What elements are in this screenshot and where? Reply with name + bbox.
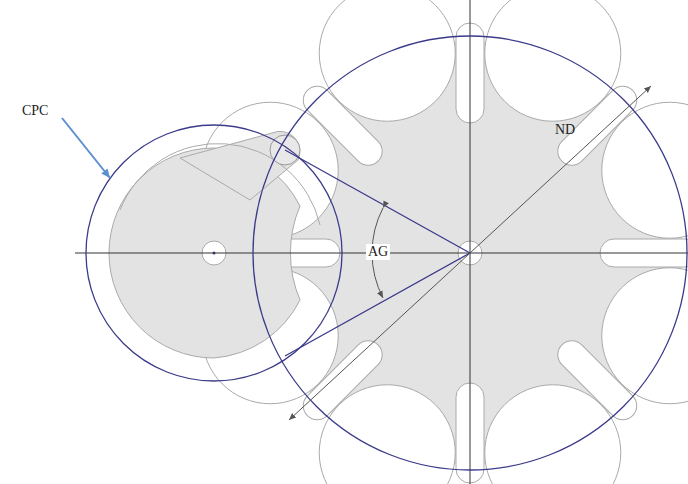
wheel-slot xyxy=(297,80,388,171)
dimension-label: ND xyxy=(553,122,577,138)
diameter-dimension xyxy=(289,253,470,420)
crank-disc xyxy=(109,131,320,358)
angle-line xyxy=(285,150,470,253)
crank-pin-circle xyxy=(86,125,342,381)
center-line xyxy=(470,0,471,484)
wheel-slot xyxy=(297,335,388,426)
wheel-outer-circle xyxy=(253,36,687,470)
wheel-slot xyxy=(552,80,643,171)
angle-line xyxy=(285,253,470,356)
callout-label: CPC xyxy=(20,103,50,119)
angle-label: AG xyxy=(366,244,390,260)
wheel-slot xyxy=(552,335,643,426)
diameter-dimension xyxy=(470,86,651,253)
callout-arrow xyxy=(62,118,110,178)
